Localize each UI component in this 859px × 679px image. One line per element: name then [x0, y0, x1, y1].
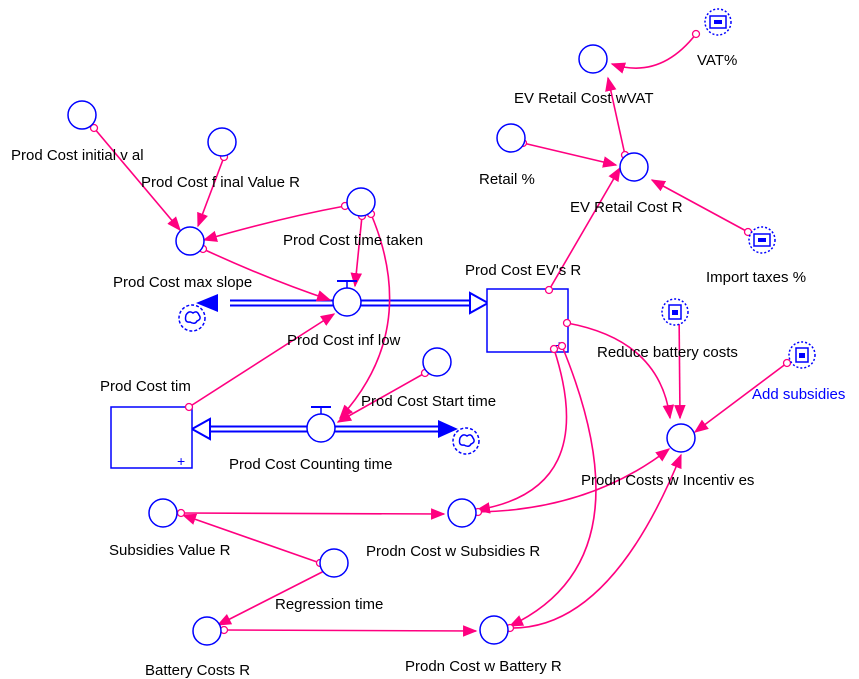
input-add-subsidies[interactable]: [788, 341, 816, 369]
label-ev-retail-cost: EV Retail Cost R: [570, 199, 683, 216]
node-prod-cost-final-value: [207, 127, 237, 157]
node-prodn-costs-w-incentives: [666, 423, 696, 453]
label-retail-pct: Retail %: [479, 171, 535, 188]
label-prod-cost-max-slope: Prod Cost max slope: [113, 274, 252, 291]
cloud-icon: [178, 304, 206, 332]
valve-prod-cost-inflow: [332, 280, 362, 317]
label-add-subsidies: Add subsidies: [752, 386, 845, 403]
label-ev-retail-cost-wvat: EV Retail Cost wVAT: [514, 90, 653, 107]
label-prod-cost-counting-time: Prod Cost Counting time: [229, 456, 392, 473]
label-subsidies-value: Subsidies Value R: [109, 542, 231, 559]
node-prod-cost-start-time: [422, 347, 452, 377]
input-vat-pct[interactable]: [704, 8, 732, 36]
label-prod-cost-time-taken: Prod Cost time taken: [283, 232, 423, 249]
label-reduce-battery-costs: Reduce battery costs: [597, 344, 738, 361]
node-battery-costs: [192, 616, 222, 646]
node-retail-pct: [496, 123, 526, 153]
label-prod-cost-inflow: Prod Cost inf low: [287, 332, 401, 349]
node-subsidies-value: [148, 498, 178, 528]
causal-links: [93, 33, 788, 637]
label-prod-cost-tim: Prod Cost tim: [100, 378, 191, 395]
valve-prod-cost-counting-time: [306, 406, 336, 443]
flow-arrowhead-left: [196, 294, 218, 312]
flow-arrowhead-right: [438, 420, 458, 438]
label-prodn-cost-w-subsidies: Prodn Cost w Subsidies R: [366, 543, 540, 560]
label-prod-cost-start-time: Prod Cost Start time: [361, 393, 496, 410]
stock-plus-icon: +: [177, 453, 185, 469]
node-ev-retail-cost-wvat: [578, 44, 608, 74]
node-prodn-cost-w-subsidies: [447, 498, 477, 528]
label-regression-time: Regression time: [275, 596, 383, 613]
input-import-taxes[interactable]: [748, 226, 776, 254]
cloud-icon: [452, 427, 480, 455]
label-import-taxes: Import taxes %: [706, 269, 806, 286]
label-prod-cost-initial-val: Prod Cost initial v al: [11, 147, 144, 164]
stock-prod-cost-tim: [110, 406, 193, 469]
node-prodn-cost-w-battery: [479, 615, 509, 645]
flow-arrowhead-left: [189, 417, 211, 441]
node-ev-retail-cost: [619, 152, 649, 182]
node-prod-cost-initial-val: [67, 100, 97, 130]
label-vat-pct: VAT%: [697, 52, 737, 69]
label-prodn-cost-w-battery: Prodn Cost w Battery R: [405, 658, 562, 675]
node-regression-time: [319, 548, 349, 578]
node-prod-cost-max-slope: [175, 226, 205, 256]
label-prod-cost-final-value: Prod Cost f inal Value R: [141, 174, 300, 191]
node-prod-cost-time-taken: [346, 187, 376, 217]
label-prod-cost-evs: Prod Cost EV's R: [465, 262, 581, 279]
label-battery-costs: Battery Costs R: [145, 662, 250, 679]
input-reduce-battery-costs[interactable]: [661, 298, 689, 326]
flow-arrowhead-right: [469, 291, 491, 315]
label-prodn-costs-w-incentives: Prodn Costs w Incentiv es: [581, 472, 754, 489]
